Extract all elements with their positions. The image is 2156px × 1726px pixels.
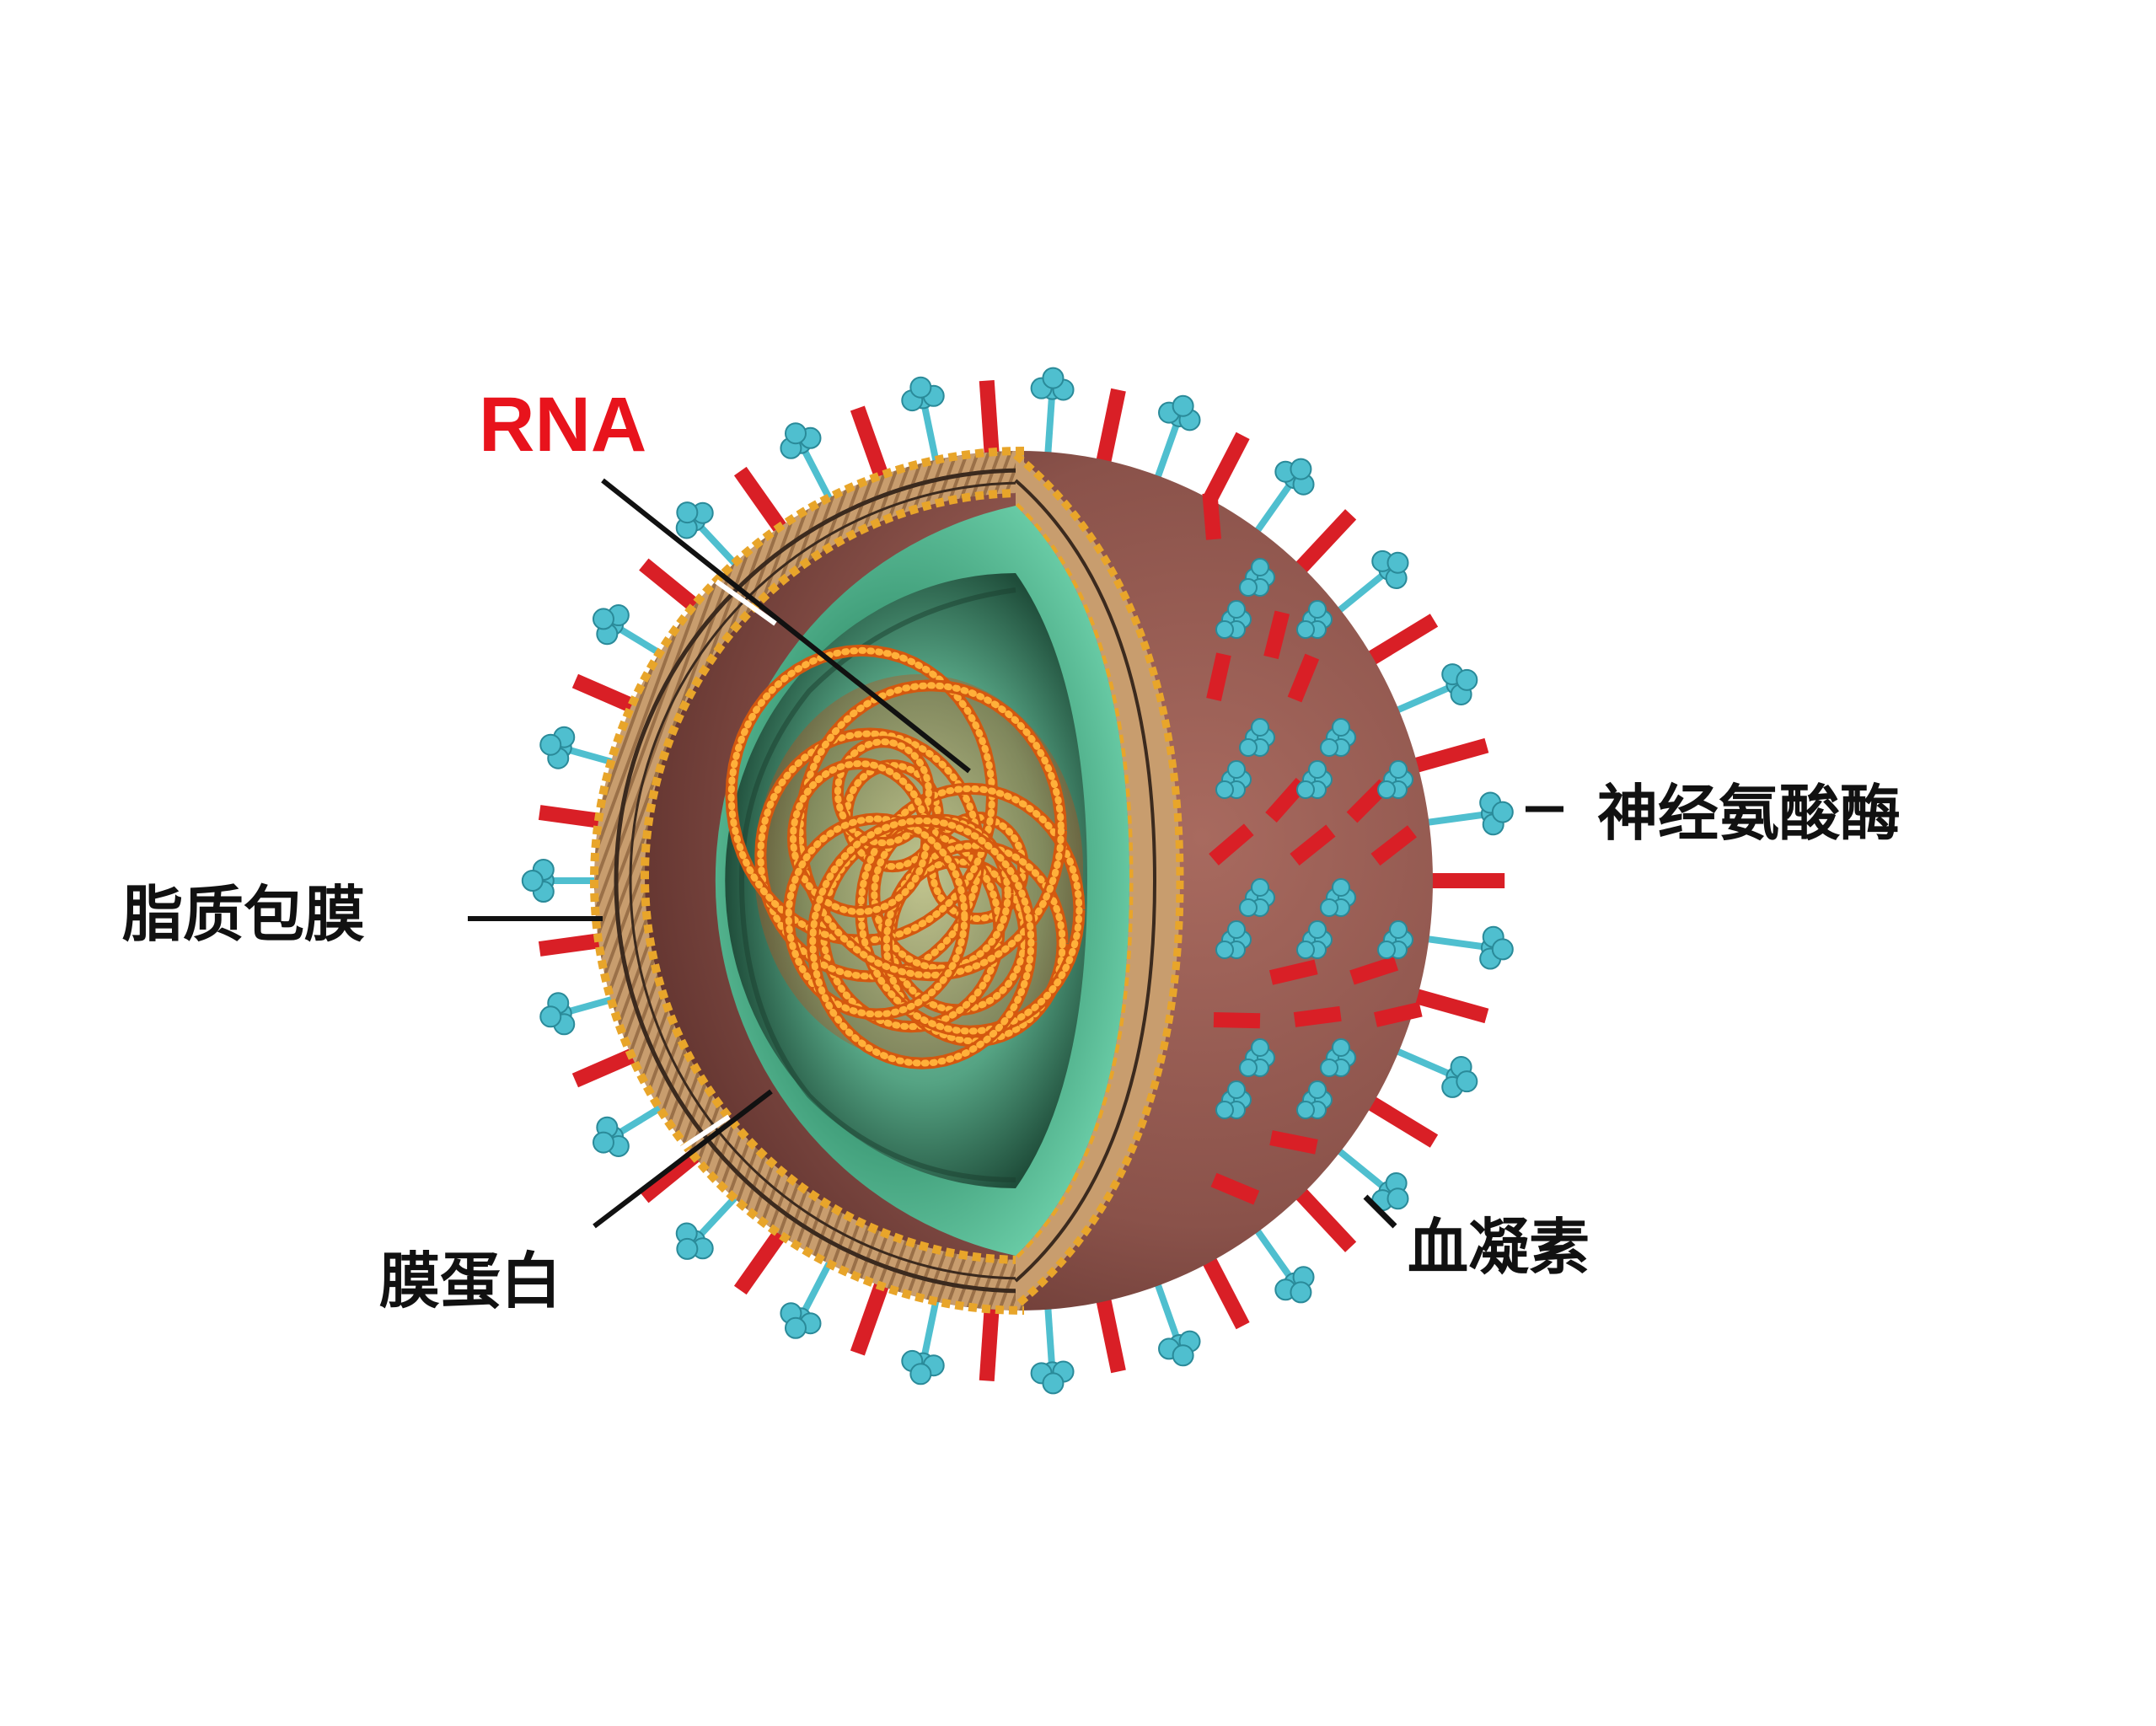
neuraminidase-spike: [1239, 878, 1275, 917]
neuraminidase-spike: [1389, 663, 1478, 716]
neuraminidase-spike: [1296, 760, 1333, 799]
surface-spike-layer: [1202, 492, 1423, 1205]
spike-layer: [521, 367, 1514, 1395]
neuraminidase-spike: [592, 1096, 676, 1157]
hemagglutinin-spike: [1373, 1001, 1423, 1027]
slice-face: [1012, 452, 1184, 1310]
hemagglutinin-spike: [1290, 1183, 1357, 1252]
hemagglutinin-spike: [1094, 1291, 1126, 1374]
neuraminidase-spike: [1250, 1223, 1315, 1304]
hemagglutinin-spike: [850, 405, 892, 487]
neuraminidase-spike: [1389, 1045, 1478, 1098]
labels: RNA 神经氨酸酶 脂质包膜 膜蛋白 血凝素: [122, 382, 1901, 1316]
rna-leader-line: [601, 478, 971, 774]
neuraminidase-spike: [1377, 760, 1413, 799]
hemagglutinin-spike: [1209, 823, 1254, 866]
hemagglutinin-spike: [1210, 1172, 1260, 1205]
hemagglutinin-spike: [1094, 388, 1126, 470]
hemagglutinin-spike: [1361, 614, 1439, 669]
leader-lines: [468, 478, 1563, 1229]
hemagglutinin-spike: [1361, 1092, 1439, 1148]
hemagglutinin-spike: [733, 1220, 793, 1295]
hemagglutinin-label: 血凝素: [1408, 1212, 1590, 1283]
neuraminidase-spike: [1030, 1300, 1075, 1395]
neuraminidase-spike: [901, 1292, 945, 1386]
rna-label: RNA: [479, 382, 646, 468]
membrane-protein-leader-line: [593, 1089, 773, 1229]
hemagglutinin-spike: [1293, 1005, 1342, 1027]
neuraminidase-spike: [1420, 925, 1514, 970]
neuraminidase-spike: [1320, 1038, 1356, 1077]
neuraminidase-spike: [1377, 920, 1413, 959]
hemagglutinin-spike: [850, 1274, 892, 1356]
neuraminidase-spike: [1215, 760, 1252, 799]
hemagglutinin-spike: [1268, 959, 1318, 985]
neuraminidase-spike: [1215, 1080, 1252, 1119]
hemagglutinin-spike: [1213, 1012, 1261, 1029]
hemagglutinin-spike: [1370, 825, 1417, 866]
neuraminidase-spike: [1331, 549, 1409, 618]
hemagglutinin-spike: [1290, 509, 1357, 578]
hemagglutinin-leader-line: [1363, 1194, 1397, 1229]
rna-coil: [725, 644, 1086, 1069]
neuraminidase-spike: [1239, 558, 1275, 597]
neuraminidase-spike: [1152, 1276, 1201, 1367]
neuraminidase-spike: [1030, 367, 1075, 461]
hemagglutinin-spike: [1199, 1251, 1250, 1330]
neuraminidase-spike: [1296, 600, 1333, 639]
neuraminidase-spike: [780, 422, 837, 509]
neuraminidase-spike: [1320, 718, 1356, 757]
hemagglutinin-spike: [979, 1300, 1000, 1382]
neuraminidase-spike: [1296, 920, 1333, 959]
hemagglutinin-spike: [1263, 610, 1290, 660]
neuraminidase-spike: [1331, 1144, 1409, 1212]
neuraminidase-spike: [1420, 791, 1514, 836]
hemagglutinin-spike: [1206, 652, 1231, 701]
hemagglutinin-spike: [1407, 987, 1489, 1024]
hemagglutinin-spike: [1269, 1130, 1318, 1155]
neuraminidase-spike: [521, 859, 615, 903]
neuraminidase-spike: [1296, 1080, 1333, 1119]
hemagglutinin-spike: [1407, 737, 1489, 775]
neuraminidase-spike: [901, 376, 945, 469]
neuraminidase-spike: [1320, 878, 1356, 917]
neuraminidase-spike: [780, 1252, 837, 1339]
neuraminidase-spike: [1239, 1038, 1275, 1077]
neuraminidase-spike: [1239, 718, 1275, 757]
neuraminidase-spike: [1152, 394, 1201, 485]
hemagglutinin-spike: [1287, 653, 1320, 703]
lipid-membrane-cutaway: [590, 447, 1025, 1315]
hemagglutinin-spike: [1290, 824, 1336, 866]
neuraminidase-spike: [1250, 458, 1315, 539]
lipid-envelope-label: 脂质包膜: [122, 879, 365, 950]
hemagglutinin-spike: [1349, 956, 1399, 985]
neuraminidase-spike: [1215, 600, 1252, 639]
neuraminidase-spike: [1215, 920, 1252, 959]
membrane-protein-label: 膜蛋白: [379, 1246, 561, 1316]
neuraminidase-label: 神经氨酸酶: [1597, 778, 1901, 849]
hemagglutinin-spike: [1202, 492, 1221, 540]
hemagglutinin-spike: [979, 379, 1000, 461]
